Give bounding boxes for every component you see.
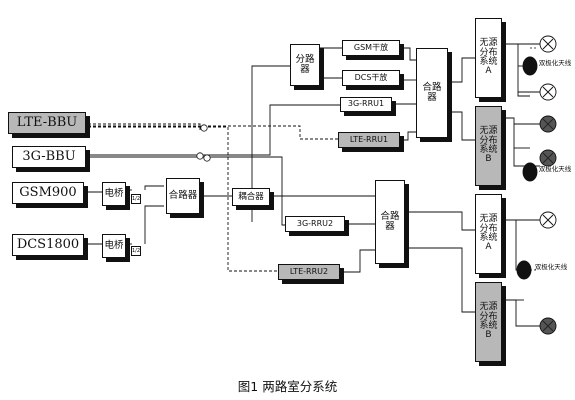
connector-icon xyxy=(203,154,211,162)
splitter-block: 分路器 xyxy=(290,44,320,86)
dual-polarized-antenna-icon xyxy=(516,260,532,280)
dcs-amplifier: DCS干放 xyxy=(342,70,400,86)
das-system-b-top: 无源分布系统B xyxy=(475,106,502,186)
antenna-icon xyxy=(539,115,557,133)
rru-3g-1: 3G-RRU1 xyxy=(340,97,392,112)
rru-lte-2: LTE-RRU2 xyxy=(278,264,340,280)
connector-icon xyxy=(196,152,204,160)
connector-icon xyxy=(200,124,208,132)
bridge-block-1: 电桥 xyxy=(102,182,126,206)
bridge-block-2: 电桥 xyxy=(102,234,126,258)
das-system-a-bottom: 无源分布系统A xyxy=(475,194,502,274)
coupler-block: 耦合器 xyxy=(232,188,270,206)
antenna-icon xyxy=(539,317,557,335)
antenna-label: 双极化天线 xyxy=(538,165,572,173)
rru-lte-1: LTE-RRU1 xyxy=(338,132,400,148)
load-terminator: 1/2 xyxy=(131,246,141,256)
dual-polarized-antenna-icon xyxy=(522,56,538,76)
antenna-icon xyxy=(539,83,557,101)
lte-bbu-block: LTE-BBU xyxy=(8,112,86,134)
gsm900-block: GSM900 xyxy=(12,182,84,204)
antenna-icon xyxy=(539,211,557,229)
antenna-icon xyxy=(539,149,557,167)
load-terminator: 1/2 xyxy=(131,194,141,204)
dcs1800-block: DCS1800 xyxy=(12,234,84,256)
gsm-amplifier: GSM干放 xyxy=(342,40,400,56)
antenna-label: 双极化天线 xyxy=(534,263,568,271)
combiner-top: 合路器 xyxy=(416,48,448,138)
dual-polarized-antenna-icon xyxy=(522,162,538,182)
das-system-b-bottom: 无源分布系统B xyxy=(475,282,502,362)
combiner-left: 合路器 xyxy=(166,178,200,214)
rru-3g-2: 3G-RRU2 xyxy=(285,216,345,232)
das-system-a-top: 无源分布系统A xyxy=(475,18,502,98)
combiner-bottom: 合路器 xyxy=(375,180,405,264)
g3-bbu-block: 3G-BBU xyxy=(12,146,86,168)
figure-caption: 图1 两路室分系统 xyxy=(237,379,338,394)
antenna-icon xyxy=(539,35,557,53)
antenna-label: 双极化天线 xyxy=(538,59,572,67)
